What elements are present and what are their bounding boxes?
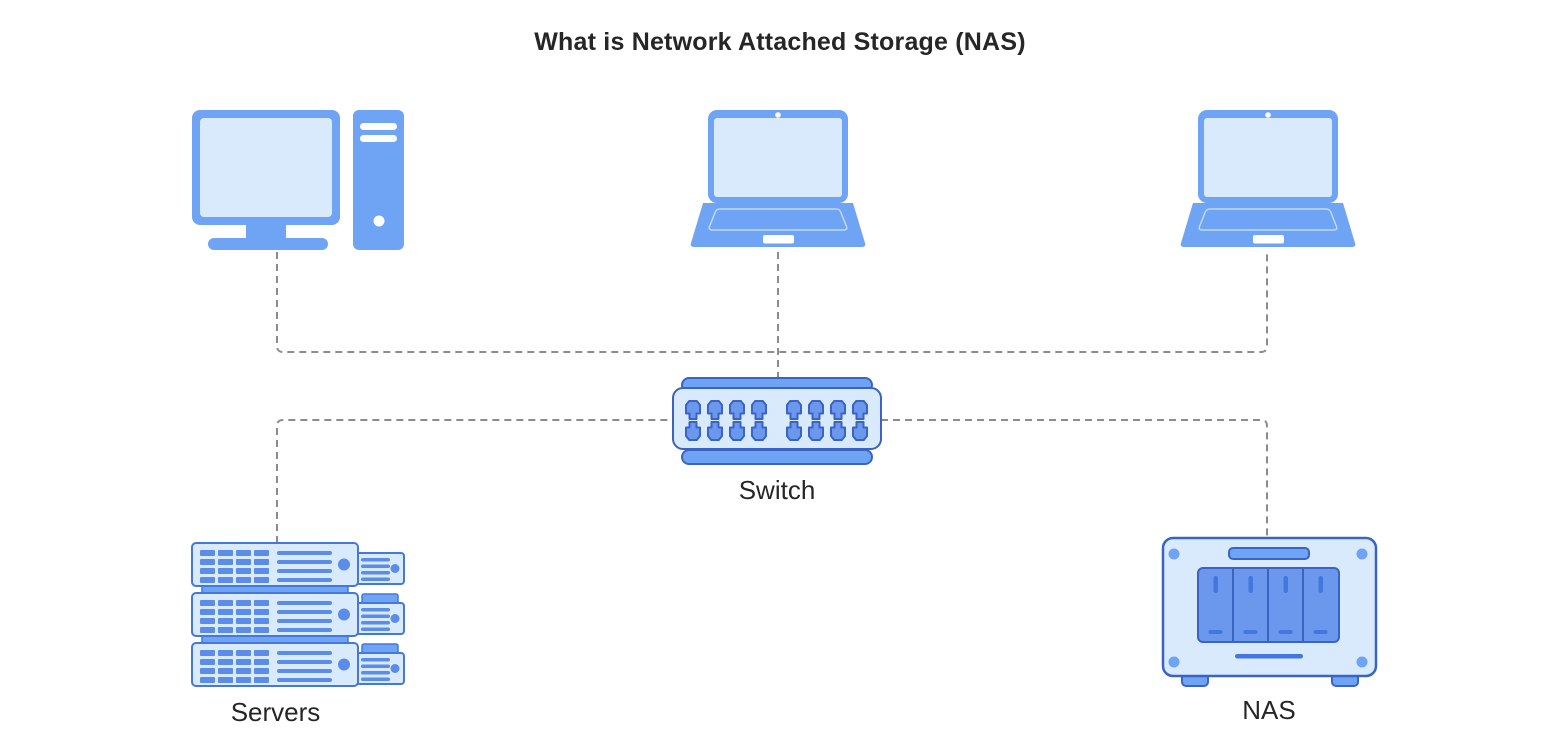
edge-switch-to-nas (881, 419, 1268, 538)
nas-screw (1168, 656, 1180, 668)
laptop-keyboard-outline (708, 208, 848, 231)
desktop-computer-icon (188, 106, 406, 257)
server-side-panel (355, 552, 405, 585)
monitor-screen (200, 118, 332, 217)
laptop-base (690, 203, 866, 247)
nas-screw (1356, 656, 1368, 668)
edge-desktop-to-laptop2-bus (276, 252, 1268, 353)
tower-power-button (373, 215, 385, 227)
network-switch-icon (670, 376, 884, 471)
network-switch-svg (672, 377, 882, 465)
laptop-svg (690, 110, 866, 247)
laptop-icon (690, 106, 866, 255)
laptop-base (1180, 203, 1356, 247)
monitor-base (208, 238, 328, 250)
laptop-screen (714, 118, 842, 197)
monitor-stand (246, 223, 286, 240)
edge-servers-to-switch (276, 419, 672, 543)
nas-device-icon (1160, 536, 1378, 697)
nas-device-svg (1161, 536, 1378, 687)
server-side-panel (355, 652, 405, 685)
server-unit (192, 593, 358, 636)
tower-case (353, 110, 404, 250)
servers-label: Servers (230, 697, 321, 727)
nas-screw (1168, 548, 1180, 560)
laptop-webcam (1265, 112, 1271, 118)
switch-label: Switch (738, 475, 816, 505)
nas-bay-latches (1208, 576, 1328, 634)
nas-top-vent (1228, 547, 1310, 560)
nas-bay-dividers (1232, 569, 1304, 641)
tower-drive-slot (360, 123, 397, 130)
nas-screw (1356, 548, 1368, 560)
server-stack-icon (188, 541, 408, 694)
server-stack-svg (188, 541, 405, 689)
switch-body (672, 387, 882, 450)
server-side-panel (355, 602, 405, 635)
laptop-webcam (775, 112, 781, 118)
desktop-computer-svg (192, 110, 404, 250)
tower-drive-slot (360, 135, 397, 142)
laptop-screen (1204, 118, 1332, 197)
laptop-keyboard-outline (1198, 208, 1338, 231)
server-unit (192, 643, 358, 686)
nas-bottom-slot (1235, 654, 1303, 659)
laptop-trackpad (1253, 235, 1284, 244)
nas-label: NAS (1242, 695, 1296, 725)
server-unit (192, 543, 358, 586)
switch-bottom-ridge (681, 449, 873, 465)
laptop-svg (1180, 110, 1356, 247)
laptop-icon (1180, 106, 1356, 255)
diagram-title: What is Network Attached Storage (NAS) (534, 28, 1026, 56)
laptop-trackpad (763, 235, 794, 244)
